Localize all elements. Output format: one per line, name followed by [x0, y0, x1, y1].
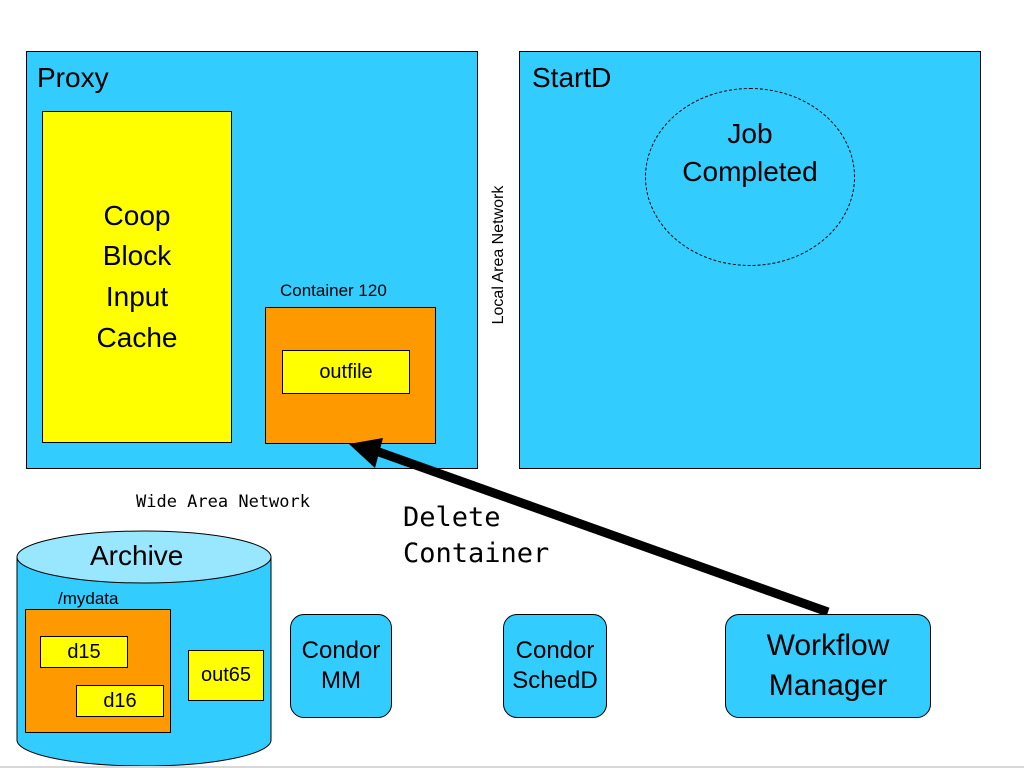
- job-label-line-2: Completed: [682, 156, 818, 187]
- cache-label-line-3: Input: [105, 281, 169, 312]
- slide-bottom-rule: [0, 766, 1024, 768]
- condor-mm-box: Condor MM: [290, 614, 392, 718]
- cache-label-line-1: Coop: [103, 199, 171, 231]
- job-label-line-1: Job: [727, 118, 773, 150]
- condor-schedd-box: Condor SchedD: [503, 614, 607, 718]
- container-120: outfile: [265, 307, 436, 444]
- condor-mm-line-1: Condor: [301, 637, 381, 664]
- mydata-folder: d15 d16: [25, 609, 171, 733]
- workflow-manager-line-2: Manager: [768, 669, 888, 702]
- file-d15: d15: [40, 636, 128, 668]
- cache-label-line-4: Cache: [96, 321, 178, 353]
- cache-label-line-2: Block: [102, 240, 172, 272]
- startd-title: StartD: [532, 62, 612, 93]
- wan-label: Wide Area Network: [136, 492, 310, 512]
- delete-label-line-2: Container: [403, 538, 550, 570]
- workflow-manager-line-1: Workflow: [766, 628, 890, 662]
- condor-mm-line-2: MM: [321, 667, 361, 694]
- outfile-box: outfile: [282, 350, 410, 394]
- mydata-label: /mydata: [58, 589, 119, 608]
- startd-panel: StartD Job Completed: [519, 51, 981, 469]
- file-out65: out65: [188, 650, 264, 701]
- job-completed-ellipse: Job Completed: [645, 88, 855, 266]
- container-label: Container 120: [280, 281, 387, 300]
- delete-arrow-shaft: [374, 446, 830, 617]
- coop-block-input-cache: Coop Block Input Cache: [42, 111, 232, 443]
- file-d16: d16: [76, 685, 164, 717]
- delete-label-line-1: Delete: [403, 502, 501, 533]
- delete-arrow-head: [349, 438, 383, 468]
- proxy-title: Proxy: [37, 62, 109, 93]
- condor-schedd-line-1: Condor: [515, 637, 595, 664]
- condor-schedd-line-2: SchedD: [512, 667, 598, 694]
- archive-title: Archive: [90, 540, 184, 571]
- proxy-panel: Proxy Coop Block Input Cache Container 1…: [26, 51, 478, 469]
- workflow-manager-box: Workflow Manager: [725, 614, 931, 718]
- delete-container-label: Delete Container: [403, 500, 549, 573]
